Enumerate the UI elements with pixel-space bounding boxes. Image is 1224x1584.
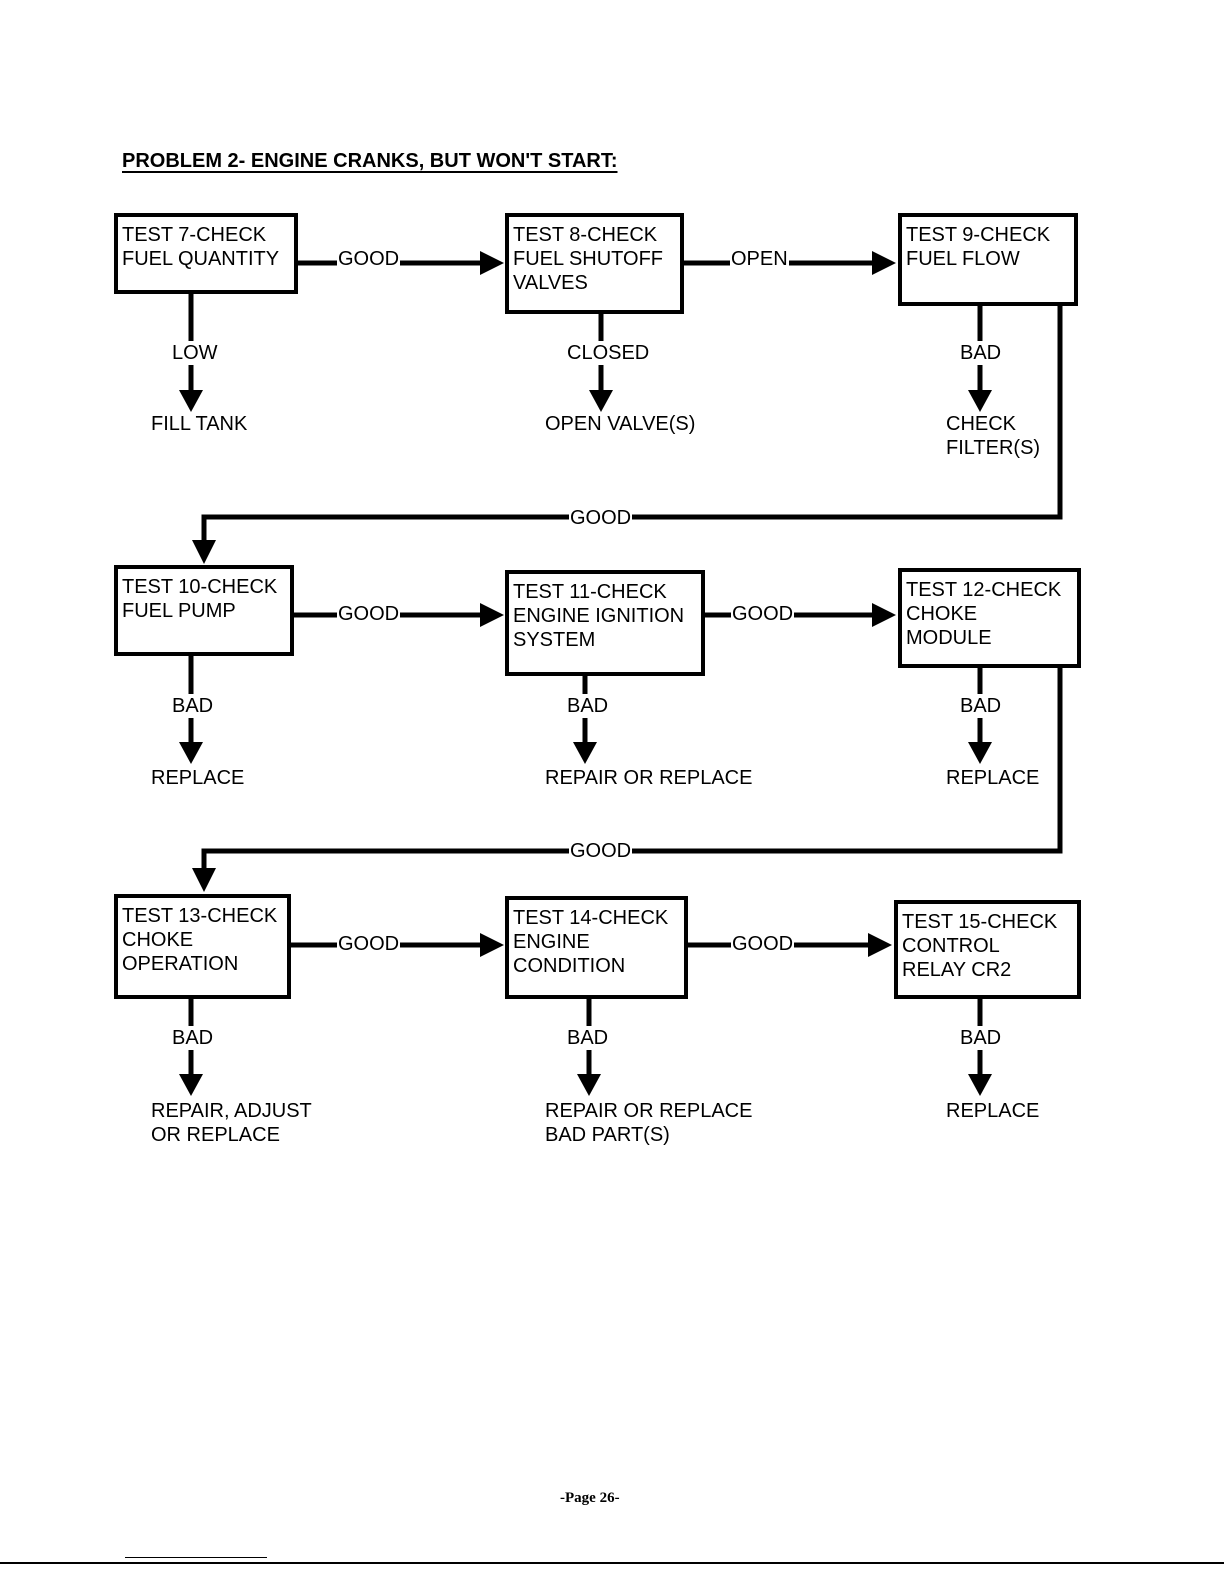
action-13: REPAIR, ADJUST OR REPLACE bbox=[151, 1100, 312, 1146]
fail-label-13: BAD bbox=[171, 1026, 215, 1050]
link-label-2-3: GOOD bbox=[569, 506, 633, 530]
arrowhead-down bbox=[968, 390, 992, 412]
test-7-box: TEST 7-CHECK FUEL QUANTITY bbox=[114, 213, 298, 294]
action-14: REPAIR OR REPLACE BAD PART(S) bbox=[545, 1100, 753, 1146]
arrowhead-down bbox=[192, 868, 216, 892]
action-9: CHECK FILTER(S) bbox=[946, 413, 1041, 459]
link-label-4-5: GOOD bbox=[731, 602, 795, 626]
fail-label-10: BAD bbox=[171, 694, 215, 718]
test-15-box: TEST 15-CHECK CONTROL RELAY CR2 bbox=[894, 900, 1081, 999]
arrowhead-down bbox=[179, 742, 203, 764]
link-label-7-8: GOOD bbox=[731, 932, 795, 956]
action-12: REPLACE bbox=[946, 767, 1040, 789]
fail-label-11: BAD bbox=[566, 694, 610, 718]
action-11: REPAIR OR REPLACE bbox=[545, 767, 753, 789]
fail-label-12: BAD bbox=[959, 694, 1003, 718]
action-15: REPLACE bbox=[946, 1100, 1040, 1122]
arrowhead-down bbox=[968, 742, 992, 764]
fail-label-8: CLOSED bbox=[566, 341, 651, 365]
link-label-6-7: GOOD bbox=[337, 932, 401, 956]
fail-label-14: BAD bbox=[566, 1026, 610, 1050]
arrowhead-down bbox=[573, 742, 597, 764]
test-10-box: TEST 10-CHECK FUEL PUMP bbox=[114, 565, 294, 656]
action-8: OPEN VALVE(S) bbox=[545, 413, 696, 435]
arrowhead-right bbox=[868, 933, 892, 957]
page-number: -Page 26- bbox=[560, 1490, 620, 1506]
footer-rule bbox=[0, 1562, 1224, 1564]
page-title: PROBLEM 2- ENGINE CRANKS, BUT WON'T STAR… bbox=[122, 150, 618, 172]
arrowhead-down bbox=[179, 1074, 203, 1096]
link-label-5-6: GOOD bbox=[569, 839, 633, 863]
fail-label-15: BAD bbox=[959, 1026, 1003, 1050]
test-11-box: TEST 11-CHECK ENGINE IGNITION SYSTEM bbox=[505, 570, 705, 676]
arrowhead-right bbox=[480, 251, 504, 275]
test-8-box: TEST 8-CHECK FUEL SHUTOFF VALVES bbox=[505, 213, 684, 314]
test-13-box: TEST 13-CHECK CHOKE OPERATION bbox=[114, 894, 291, 999]
action-7: FILL TANK bbox=[151, 413, 248, 435]
arrowhead-down bbox=[192, 540, 216, 564]
arrowhead-right bbox=[480, 933, 504, 957]
arrowhead-down bbox=[589, 390, 613, 412]
arrowhead-down bbox=[577, 1074, 601, 1096]
action-10: REPLACE bbox=[151, 767, 245, 789]
arrowhead-right bbox=[480, 603, 504, 627]
footer-rule-short bbox=[125, 1557, 267, 1558]
test-14-box: TEST 14-CHECK ENGINE CONDITION bbox=[505, 896, 688, 999]
link-label-3-4: GOOD bbox=[337, 602, 401, 626]
arrowhead-down bbox=[968, 1074, 992, 1096]
link-label-0-1: GOOD bbox=[337, 247, 401, 271]
fail-label-9: BAD bbox=[959, 341, 1003, 365]
link-label-1-2: OPEN bbox=[730, 247, 789, 271]
fail-label-7: LOW bbox=[171, 341, 219, 365]
arrowhead-right bbox=[872, 603, 896, 627]
test-12-box: TEST 12-CHECK CHOKE MODULE bbox=[898, 568, 1081, 668]
arrowhead-down bbox=[179, 390, 203, 412]
test-9-box: TEST 9-CHECK FUEL FLOW bbox=[898, 213, 1078, 306]
arrowhead-right bbox=[872, 251, 896, 275]
